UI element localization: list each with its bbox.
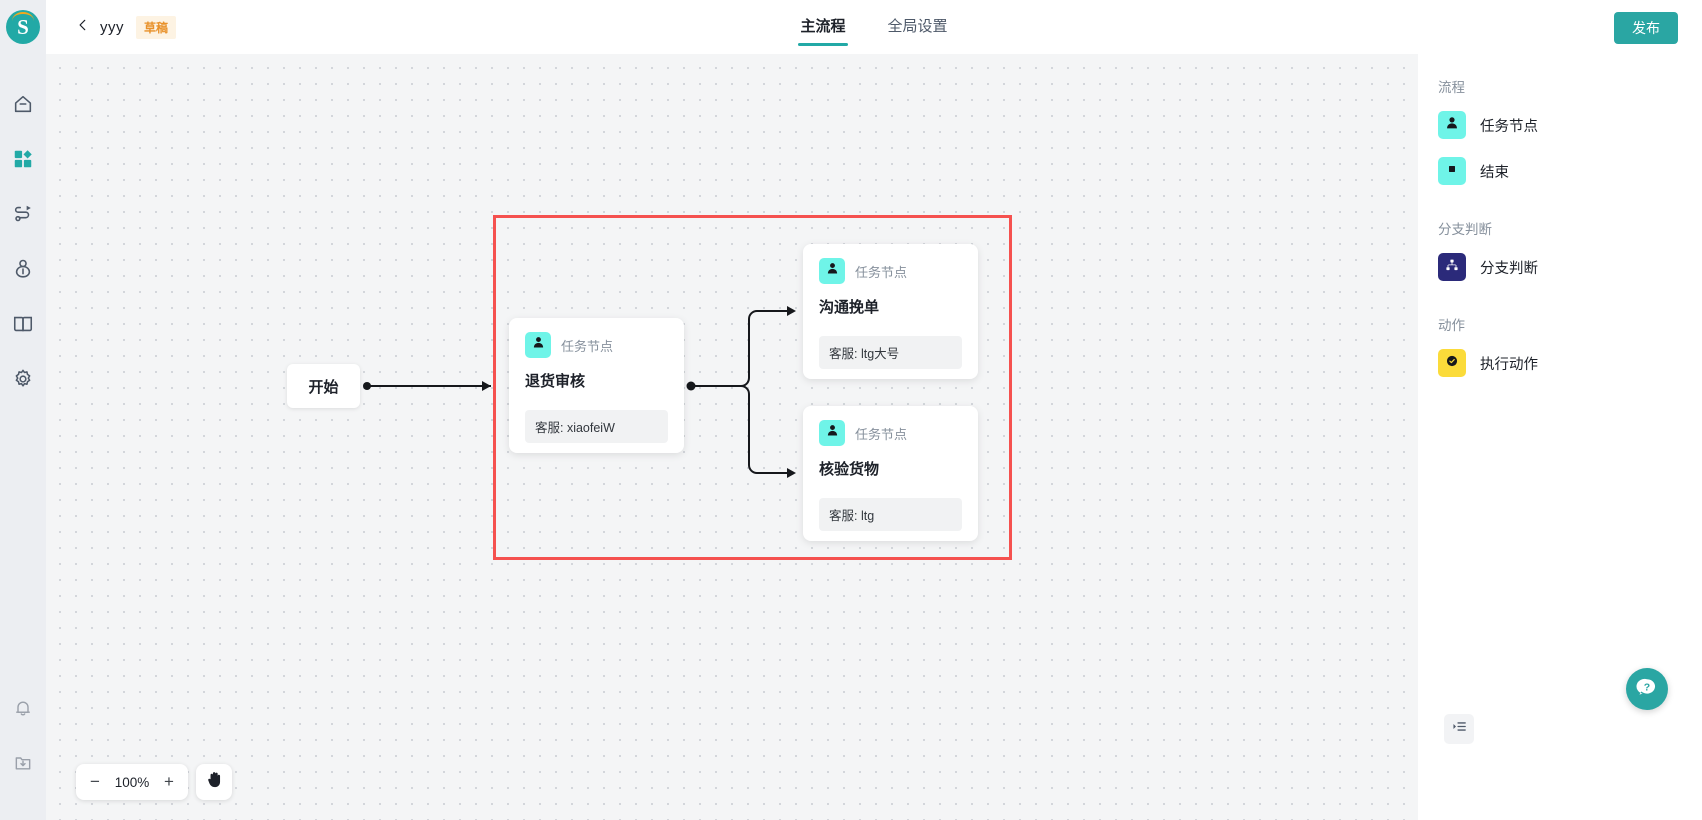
node-palette-panel: 流程 任务节点 结束 分支判断 — [1418, 54, 1702, 820]
palette-item-label: 分支判断 — [1480, 260, 1538, 277]
palette-section-title-action: 动作 — [1438, 318, 1465, 333]
check-circle-icon — [1444, 353, 1460, 374]
node-task-communicate[interactable]: 任务节点 沟通挽单 客服: ltg大号 — [803, 244, 978, 379]
folder-download-icon — [13, 753, 33, 773]
sidebar-item-flow[interactable] — [0, 186, 46, 241]
publish-button[interactable]: 发布 — [1614, 12, 1678, 44]
palette-item-label: 执行动作 — [1480, 356, 1538, 373]
node-task-return-review[interactable]: 任务节点 退货审核 客服: xiaofeiW — [509, 318, 684, 453]
palette-section-title-flow: 流程 — [1438, 80, 1465, 95]
flow-route-icon — [12, 203, 34, 225]
node-start[interactable]: 开始 — [287, 364, 360, 408]
book-icon — [12, 313, 34, 335]
zoom-group: − 100% + — [76, 764, 188, 800]
app-logo[interactable]: S — [6, 10, 40, 44]
panel-collapse-button[interactable] — [1444, 714, 1474, 744]
section-divider-gap — [1418, 194, 1702, 218]
palette-chip — [1438, 157, 1466, 185]
logo-letter: S — [17, 15, 29, 39]
node-task-verify-goods[interactable]: 任务节点 核验货物 客服: ltg — [803, 406, 978, 541]
node-assignee: 客服: ltg大号 — [819, 336, 962, 369]
palette-chip — [1438, 253, 1466, 281]
section-divider-gap — [1418, 290, 1702, 314]
pan-tool-button[interactable] — [196, 764, 232, 800]
node-type-label: 任务节点 — [855, 426, 908, 442]
zoom-controls: − 100% + — [76, 764, 232, 800]
palette-item-label: 结束 — [1480, 164, 1509, 181]
node-type-badge — [819, 420, 845, 446]
sidebar-item-home[interactable] — [0, 76, 46, 131]
page-title: yyy — [100, 18, 124, 36]
tab-main-flow[interactable]: 主流程 — [798, 0, 848, 54]
person-node-icon — [531, 335, 546, 355]
status-badge: 草稿 — [136, 15, 177, 39]
sidebar-item-docs[interactable] — [0, 296, 46, 351]
flow-canvas[interactable]: 开始 任务节点 退货审核 客服: xiaofeiW — [46, 54, 1418, 820]
node-header: 任务节点 — [819, 420, 962, 446]
gear-icon — [12, 368, 34, 390]
node-type-label: 任务节点 — [561, 338, 614, 354]
grid-apps-icon — [12, 148, 34, 170]
node-type-label: 任务节点 — [855, 264, 908, 280]
palette-item-task-node[interactable]: 任务节点 — [1418, 102, 1702, 148]
person-pin-icon — [12, 258, 34, 280]
node-type-badge — [819, 258, 845, 284]
tab-global-settings[interactable]: 全局设置 — [887, 18, 948, 35]
bell-icon — [13, 698, 33, 718]
node-type-badge — [525, 332, 551, 358]
rail-primary-icons — [0, 76, 46, 406]
logo-swoosh — [12, 12, 34, 21]
node-title: 核验货物 — [819, 461, 880, 478]
home-icon — [12, 93, 34, 115]
palette-chip — [1438, 111, 1466, 139]
hand-pan-icon — [205, 770, 224, 794]
zoom-level-label: 100% — [114, 774, 150, 790]
palette-item-end-node[interactable]: 结束 — [1418, 148, 1702, 194]
back-button[interactable] — [74, 18, 92, 36]
node-assignee: 客服: ltg — [819, 498, 962, 531]
sidebar-item-apps[interactable] — [0, 131, 46, 186]
selection-rectangle — [493, 215, 1012, 560]
stop-square-icon — [1444, 161, 1460, 182]
palette-item-execute-action[interactable]: 执行动作 — [1418, 340, 1702, 386]
sidebar-item-settings[interactable] — [0, 351, 46, 406]
panel-collapse-icon — [1451, 718, 1468, 740]
header-tabs: 主流程 全局设置 — [46, 0, 1702, 54]
question-chat-icon: ? — [1635, 675, 1659, 704]
downloads-button[interactable] — [0, 735, 46, 790]
person-node-icon — [1444, 115, 1460, 136]
branch-hierarchy-icon — [1444, 257, 1460, 278]
node-title: 退货审核 — [525, 373, 586, 390]
zoom-out-button[interactable]: − — [82, 768, 108, 796]
help-button[interactable]: ? — [1626, 668, 1668, 710]
sidebar-item-contacts[interactable] — [0, 241, 46, 296]
top-header-bar: yyy 草稿 主流程 全局设置 发布 — [46, 0, 1702, 54]
zoom-in-button[interactable]: + — [156, 768, 182, 796]
node-title: 沟通挽单 — [819, 299, 880, 316]
node-header: 任务节点 — [525, 332, 668, 358]
node-start-label: 开始 — [308, 378, 339, 396]
rail-bottom-icons — [0, 680, 46, 820]
node-header: 任务节点 — [819, 258, 962, 284]
palette-item-label: 任务节点 — [1480, 118, 1538, 135]
person-node-icon — [825, 423, 840, 443]
person-node-icon — [825, 261, 840, 281]
chevron-left-icon — [76, 18, 90, 37]
node-assignee: 客服: xiaofeiW — [525, 410, 668, 443]
left-nav-rail: S — [0, 0, 46, 820]
palette-section-title-branch: 分支判断 — [1438, 222, 1492, 237]
palette-chip — [1438, 349, 1466, 377]
svg-text:?: ? — [1644, 681, 1650, 693]
notifications-button[interactable] — [0, 680, 46, 735]
palette-item-branch[interactable]: 分支判断 — [1418, 244, 1702, 290]
